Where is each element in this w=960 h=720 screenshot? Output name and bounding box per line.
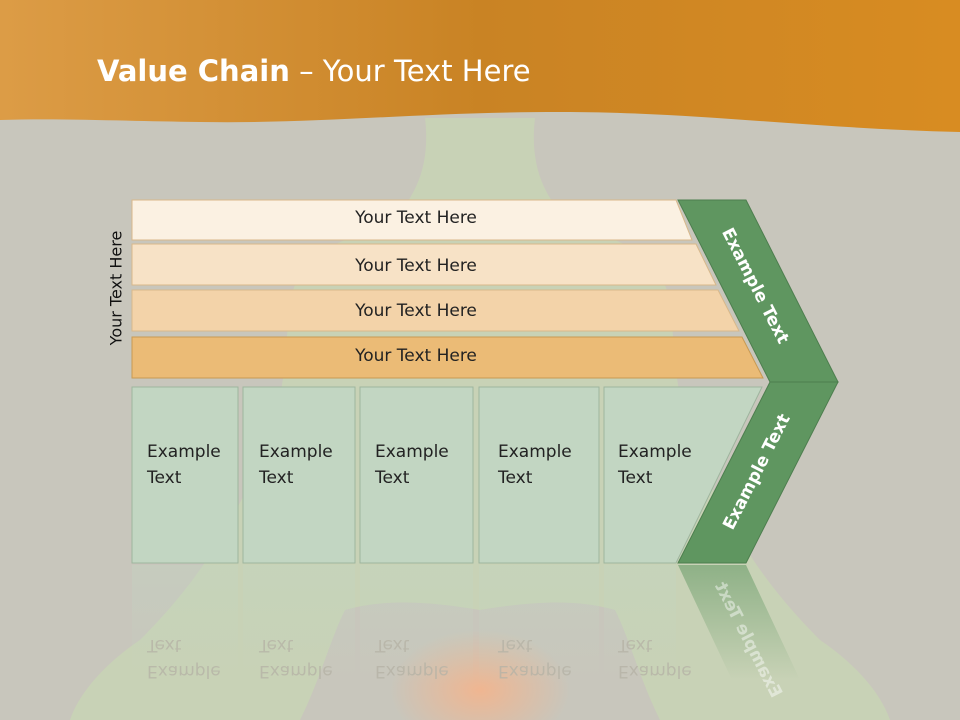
column-reflection-1	[132, 565, 238, 685]
column-reflection-3	[360, 565, 473, 685]
column-box-4	[478, 386, 600, 564]
column-box-3	[359, 386, 474, 564]
column-reflection-4	[479, 565, 599, 685]
column-box-1	[131, 386, 239, 564]
row-label-4: Your Text Here	[355, 346, 477, 366]
column-box-2	[242, 386, 356, 564]
header-band	[0, 0, 960, 132]
column-reflection-text-3: Example Text	[375, 635, 449, 681]
row-band-1	[131, 199, 693, 241]
column-label-5: Example Text	[618, 442, 692, 488]
row-band-3	[131, 289, 740, 332]
row-band-4	[131, 336, 764, 379]
column-label-3: Example Text	[375, 442, 449, 488]
row-band-2	[131, 243, 717, 286]
slide-title: Value Chain – Your Text Here	[97, 54, 531, 88]
chevron-lower	[677, 381, 839, 564]
column-label-2: Example Text	[259, 442, 333, 488]
column-reflection-2	[243, 565, 355, 685]
row-label-1: Your Text Here	[355, 208, 477, 228]
column-label-1: Example Text	[147, 442, 221, 488]
row-label-2: Your Text Here	[355, 256, 477, 276]
column-reflection-text-5: Example Text	[618, 635, 692, 681]
column-reflection-5	[604, 565, 676, 685]
column-reflection-text-2: Example Text	[259, 635, 333, 681]
column-reflection-text-4: Example Text	[498, 635, 572, 681]
column-reflection-text-1: Example Text	[147, 635, 221, 681]
chevron-reflection	[678, 565, 800, 680]
row-label-3: Your Text Here	[355, 301, 477, 321]
column-box-5	[603, 386, 763, 564]
column-label-4: Example Text	[498, 442, 572, 488]
